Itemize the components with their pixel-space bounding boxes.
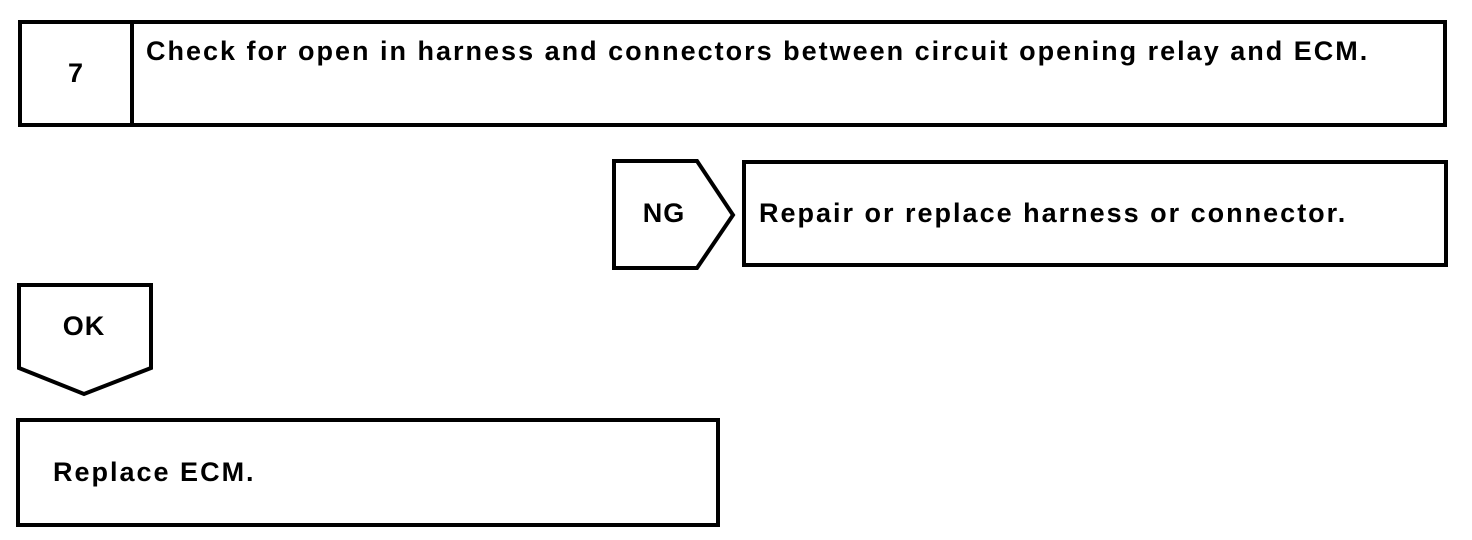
- ok-label: OK: [62, 311, 106, 341]
- step-box: 7 Check for open in harness and connecto…: [18, 20, 1447, 127]
- ok-arrow-shape: [17, 283, 153, 397]
- ng-label: NG: [642, 197, 686, 228]
- step-instruction: Check for open in harness and connectors…: [146, 36, 1370, 66]
- step-number: 7: [22, 24, 134, 123]
- ok-action-box: Replace ECM.: [16, 418, 720, 527]
- ng-action-box: Repair or replace harness or connector.: [742, 160, 1448, 267]
- ok-action-text: Replace ECM.: [53, 457, 256, 487]
- ng-arrow-shape: [612, 159, 736, 270]
- ng-action-text: Repair or replace harness or connector.: [759, 198, 1348, 228]
